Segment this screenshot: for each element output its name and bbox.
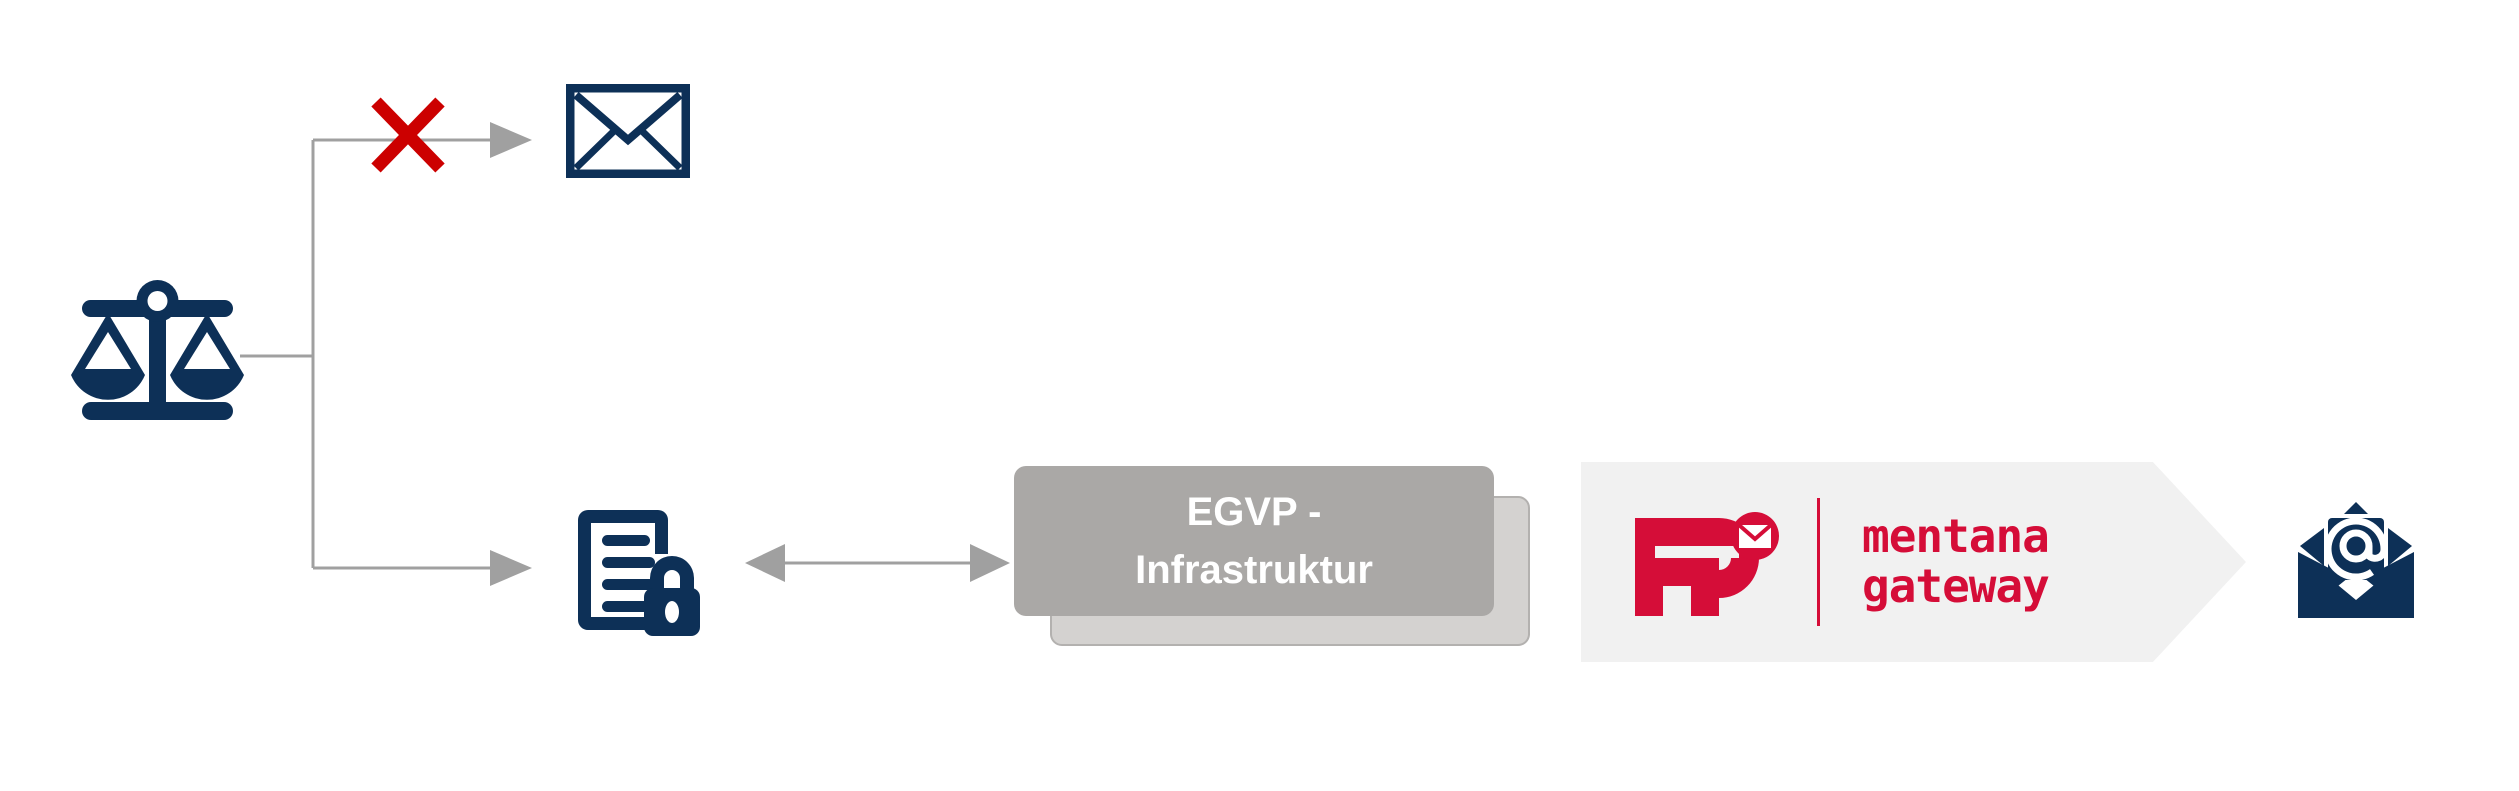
arrowhead-bottom xyxy=(490,550,532,586)
envelope-icon xyxy=(565,83,691,179)
egvp-infrastructure-node[interactable]: EGVP - Infrastruktur xyxy=(1010,462,1550,662)
mentana-logo-row: mentana gateway xyxy=(1629,462,2050,662)
mentana-gateway-node[interactable]: mentana gateway xyxy=(1581,462,2246,662)
egvp-label-line1: EGVP - xyxy=(1186,490,1322,534)
at-email-envelope-icon xyxy=(2292,496,2420,624)
logo-divider xyxy=(1817,498,1820,626)
bidirectional-arrow xyxy=(745,543,1010,583)
mentana-wordmark: mentana gateway xyxy=(1862,509,2050,613)
wordmark-line-mentana: mentana xyxy=(1862,509,2050,564)
egvp-label-line2: Infrastruktur xyxy=(1135,548,1373,592)
red-x-mark xyxy=(368,95,448,175)
scales-of-justice-icon xyxy=(55,280,260,440)
connector-tree xyxy=(237,110,540,600)
egvp-card: EGVP - Infrastruktur xyxy=(1014,466,1494,616)
wordmark-line-gateway: gateway xyxy=(1862,559,2050,613)
document-lock-icon xyxy=(572,502,702,638)
arrowhead-top xyxy=(490,122,532,158)
fp-logo-icon xyxy=(1635,512,1779,616)
